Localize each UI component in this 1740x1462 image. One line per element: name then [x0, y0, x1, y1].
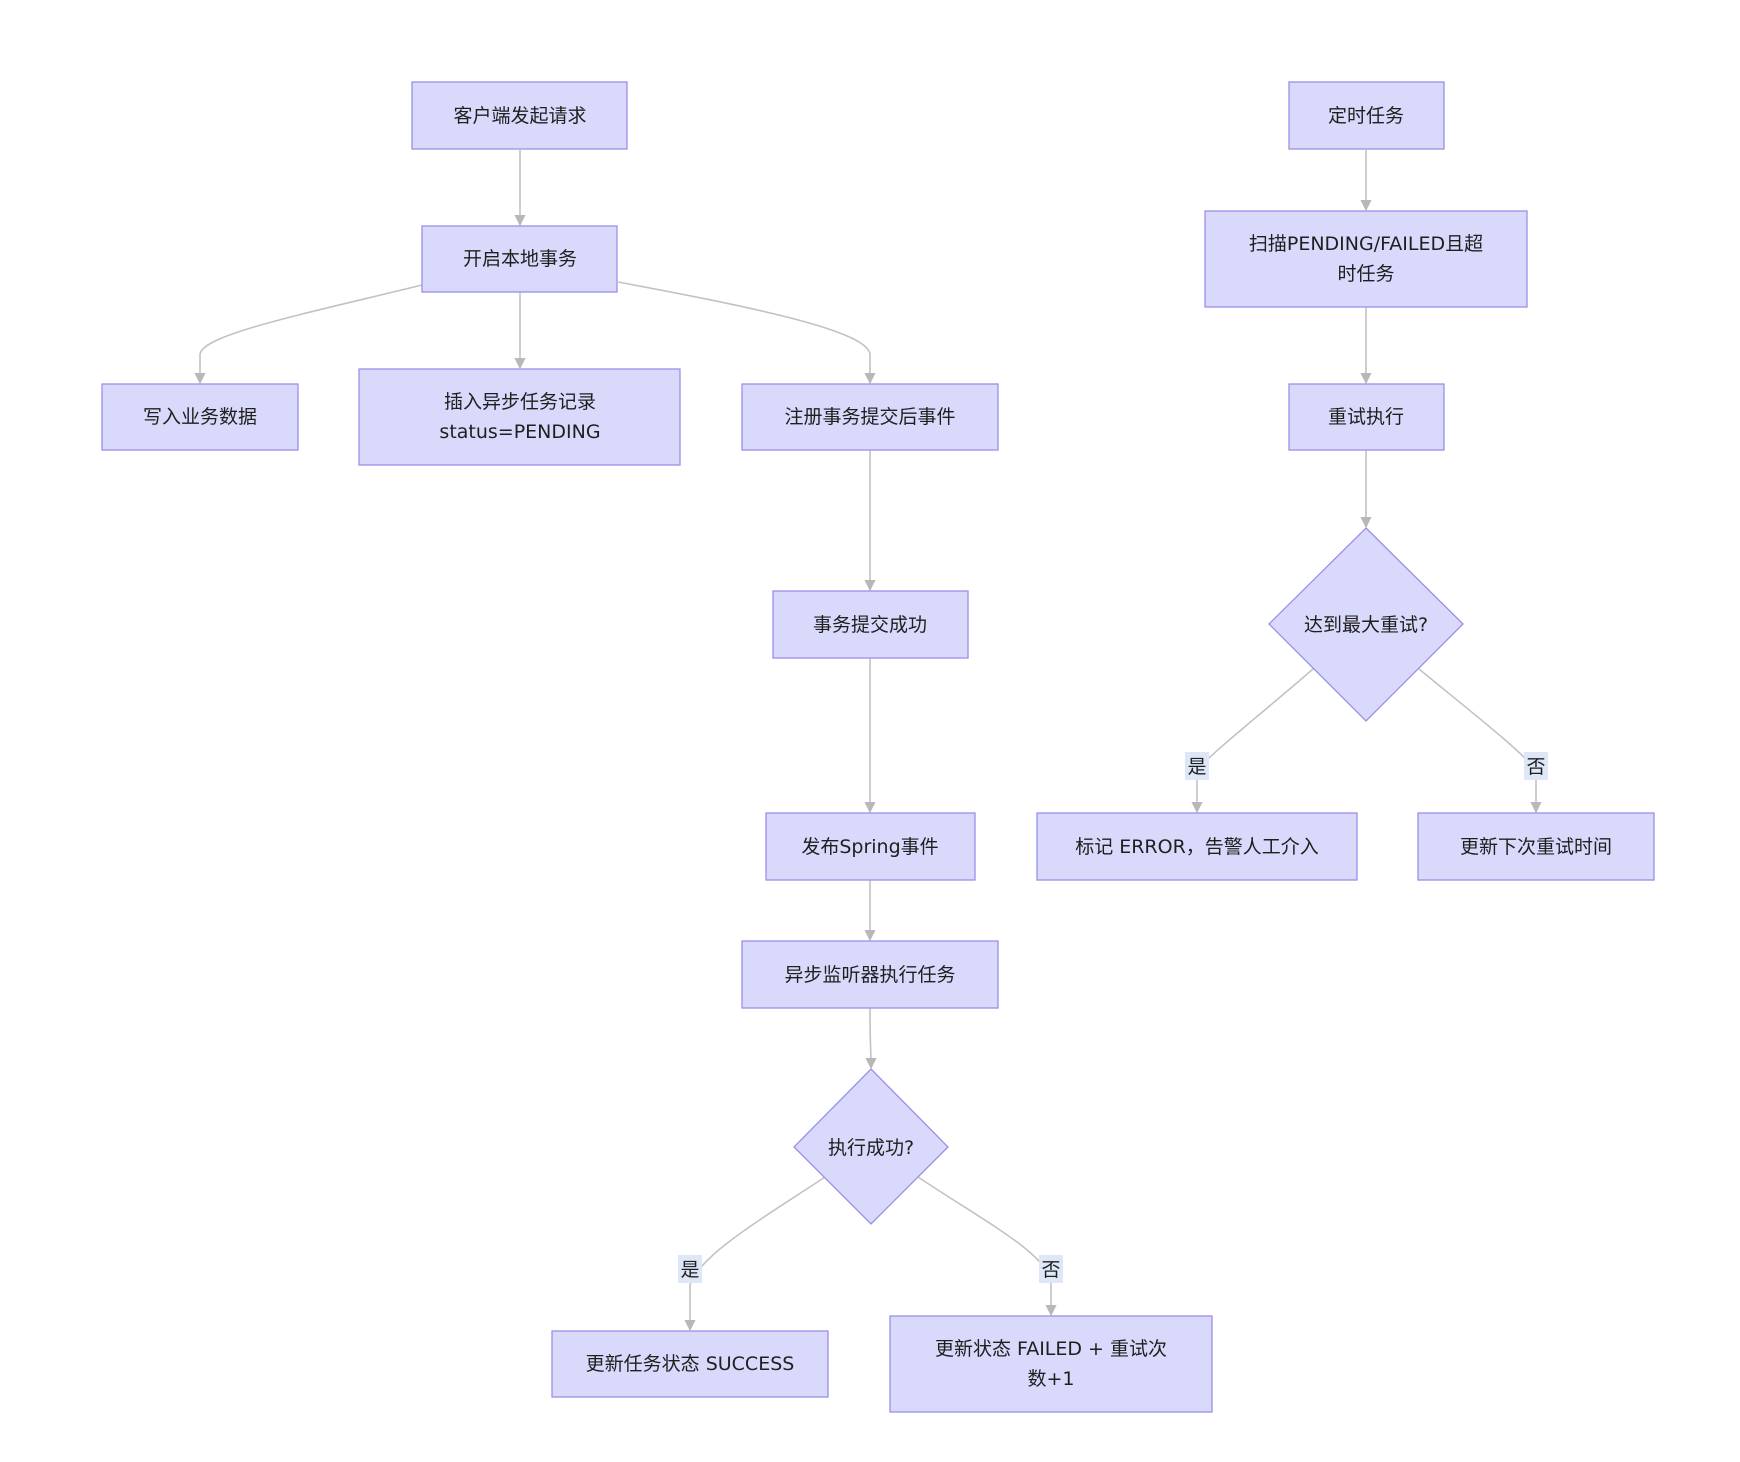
svg-text:是: 是 — [1187, 756, 1206, 778]
svg-text:更新状态 FAILED + 重试次: 更新状态 FAILED + 重试次 — [935, 1338, 1167, 1360]
node-scan-tasks: 扫描PENDING/FAILED且超 时任务 — [1204, 210, 1528, 308]
edge-label-exec-no: 否 — [1039, 1255, 1063, 1283]
edge-exec-success-no — [917, 1176, 1057, 1317]
svg-text:重试执行: 重试执行 — [1328, 406, 1404, 428]
svg-text:status=PENDING: status=PENDING — [439, 421, 600, 443]
edge-label-retry-yes: 是 — [1185, 752, 1209, 780]
svg-text:否: 否 — [1041, 1259, 1060, 1281]
node-scheduled-task: 定时任务 — [1288, 81, 1445, 150]
node-publish-spring-event: 发布Spring事件 — [765, 812, 976, 881]
node-async-listener: 异步监听器执行任务 — [741, 940, 999, 1009]
node-max-retry-decision: 达到最大重试? — [1268, 527, 1464, 722]
svg-text:数+1: 数+1 — [1027, 1368, 1074, 1390]
node-exec-success-decision: 执行成功? — [793, 1068, 949, 1225]
node-retry-execute: 重试执行 — [1288, 383, 1445, 451]
svg-text:定时任务: 定时任务 — [1328, 105, 1404, 127]
edge-open-tx-to-write-data — [194, 284, 423, 385]
edge-max-retry-yes — [1191, 668, 1314, 814]
node-client-request: 客户端发起请求 — [411, 81, 628, 150]
svg-text:更新任务状态 SUCCESS: 更新任务状态 SUCCESS — [586, 1353, 795, 1375]
svg-text:更新下次重试时间: 更新下次重试时间 — [1460, 836, 1612, 858]
svg-text:是: 是 — [680, 1259, 699, 1281]
node-transaction-committed: 事务提交成功 — [772, 590, 969, 659]
node-update-next-retry: 更新下次重试时间 — [1417, 812, 1655, 881]
node-update-success: 更新任务状态 SUCCESS — [551, 1330, 829, 1398]
svg-text:事务提交成功: 事务提交成功 — [813, 614, 927, 636]
svg-text:写入业务数据: 写入业务数据 — [143, 406, 257, 428]
svg-text:异步监听器执行任务: 异步监听器执行任务 — [784, 964, 955, 986]
edge-label-exec-yes: 是 — [678, 1255, 702, 1283]
svg-text:注册事务提交后事件: 注册事务提交后事件 — [784, 406, 955, 428]
svg-text:时任务: 时任务 — [1337, 263, 1394, 285]
svg-text:达到最大重试?: 达到最大重试? — [1304, 614, 1428, 636]
node-insert-async-task: 插入异步任务记录 status=PENDING — [358, 368, 681, 466]
svg-text:客户端发起请求: 客户端发起请求 — [453, 105, 586, 127]
svg-text:标记 ERROR，告警人工介入: 标记 ERROR，告警人工介入 — [1075, 836, 1319, 858]
svg-text:执行成功?: 执行成功? — [828, 1137, 914, 1159]
svg-text:插入异步任务记录: 插入异步任务记录 — [444, 391, 596, 413]
edge-exec-success-yes — [684, 1176, 826, 1332]
node-register-commit-event: 注册事务提交后事件 — [741, 383, 999, 451]
svg-text:扫描PENDING/FAILED且超: 扫描PENDING/FAILED且超 — [1249, 233, 1483, 255]
node-open-transaction: 开启本地事务 — [421, 225, 618, 293]
node-write-business-data: 写入业务数据 — [101, 383, 299, 451]
edge-label-retry-no: 否 — [1524, 752, 1548, 780]
svg-text:否: 否 — [1526, 756, 1545, 778]
node-mark-error: 标记 ERROR，告警人工介入 — [1036, 812, 1358, 881]
edge-max-retry-no — [1418, 668, 1542, 814]
svg-text:开启本地事务: 开启本地事务 — [463, 248, 577, 270]
edge-open-tx-to-register-event — [617, 281, 876, 385]
svg-text:发布Spring事件: 发布Spring事件 — [801, 836, 938, 858]
edge-listener-to-exec-success — [865, 1007, 877, 1070]
node-update-failed: 更新状态 FAILED + 重试次 数+1 — [889, 1315, 1213, 1413]
